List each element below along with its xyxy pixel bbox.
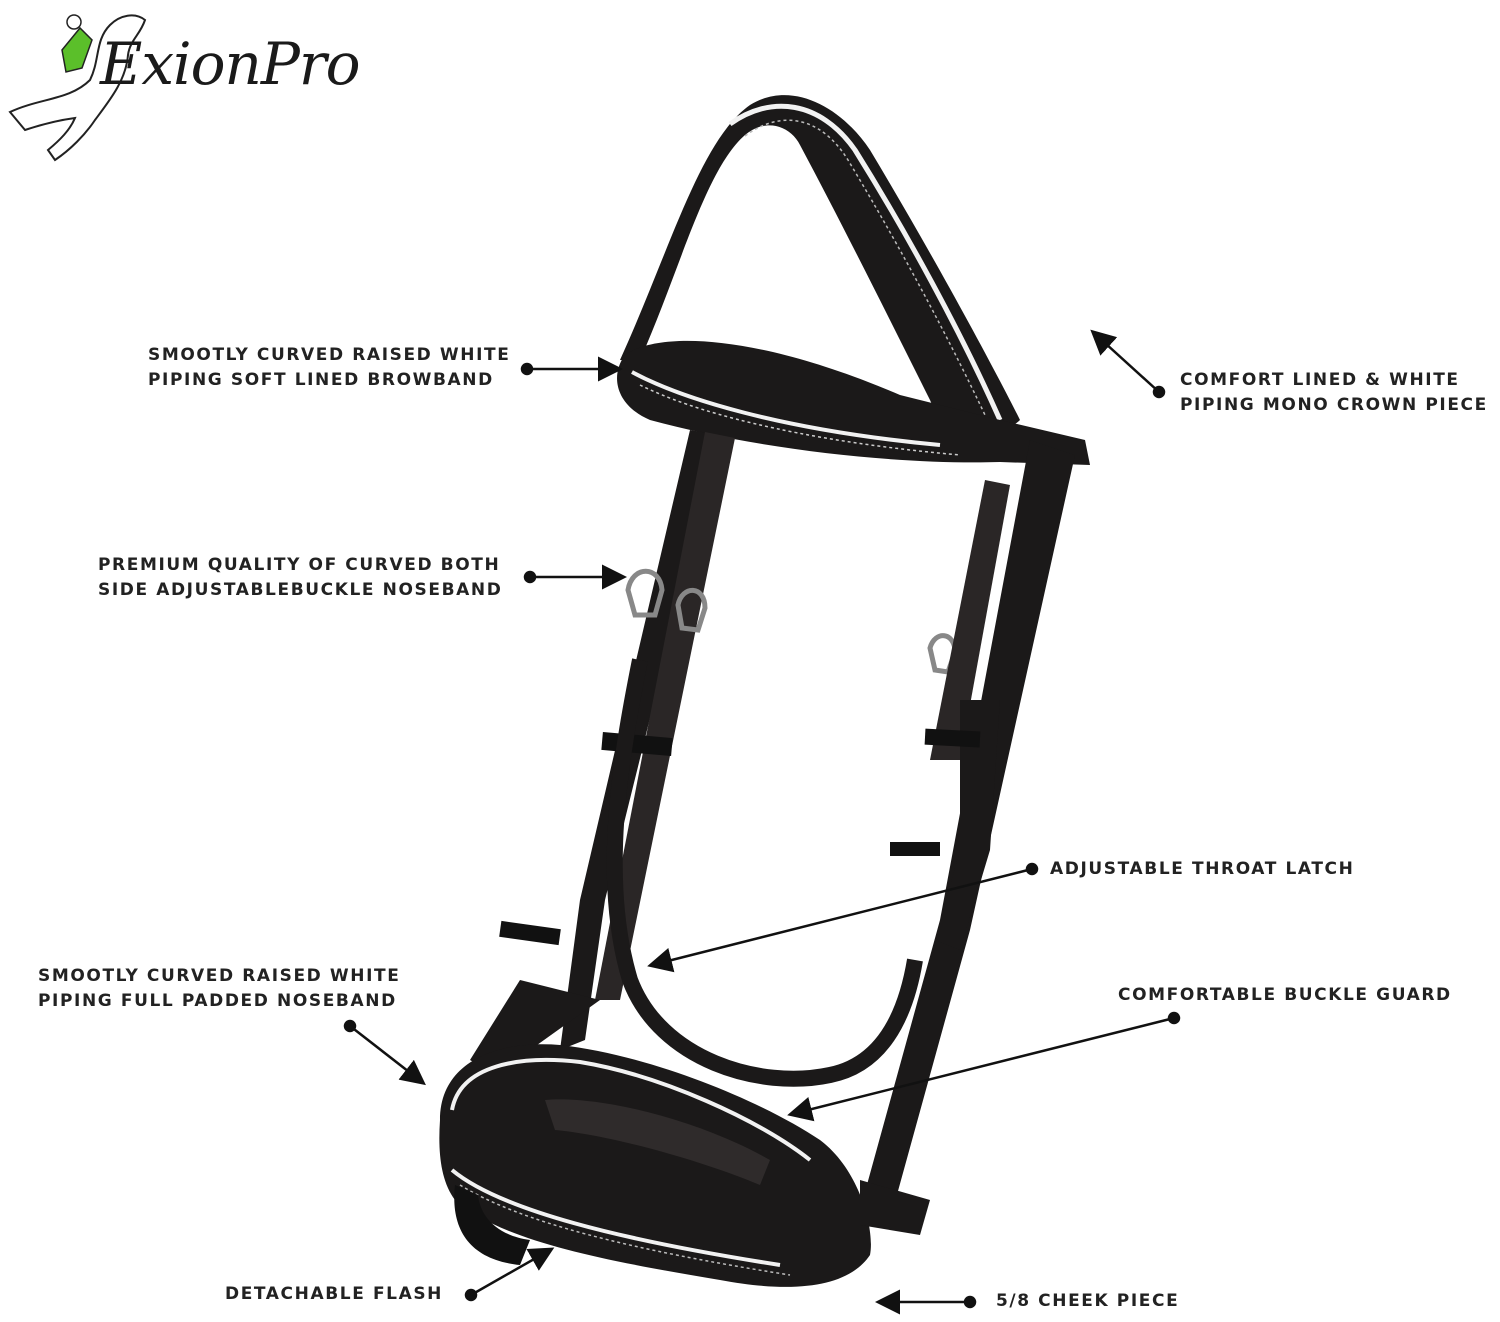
callout-throat-latch-line1: ADJUSTABLE THROAT LATCH <box>1050 859 1355 879</box>
right-cheek-straps <box>860 440 1075 1220</box>
callout-cheek: 5/8 CHEEK PIECE <box>996 1289 1179 1314</box>
brand-logo: ExionPro <box>100 30 361 98</box>
crown-piece <box>620 95 1020 434</box>
callout-browband-line2: PIPING SOFT LINED BROWBAND <box>148 370 494 390</box>
callout-noseband-buckle: PREMIUM QUALITY OF CURVED BOTH SIDE ADJU… <box>98 553 502 603</box>
throat-latch <box>606 658 923 1087</box>
callout-browband-line1: SMOOTLY CURVED RAISED WHITE <box>148 345 511 365</box>
callout-browband: SMOOTLY CURVED RAISED WHITE PIPING SOFT … <box>148 343 510 393</box>
callout-flash: DETACHABLE FLASH <box>225 1282 443 1307</box>
callout-crown-line1: COMFORT LINED & WHITE <box>1180 370 1460 390</box>
callout-flash-line1: DETACHABLE FLASH <box>225 1284 444 1304</box>
callout-noseband-buckle-line1: PREMIUM QUALITY OF CURVED BOTH <box>98 555 501 575</box>
callout-cheek-line1: 5/8 CHEEK PIECE <box>996 1291 1180 1311</box>
callout-noseband-buckle-line2: SIDE ADJUSTABLEBUCKLE NOSEBAND <box>98 580 503 600</box>
callout-crown-line2: PIPING MONO CROWN PIECE <box>1180 395 1488 415</box>
callout-padded-noseband-line1: SMOOTLY CURVED RAISED WHITE <box>38 966 401 986</box>
callout-leaders <box>343 329 1181 1315</box>
left-cheek-straps <box>470 430 735 1075</box>
callout-padded-noseband: SMOOTLY CURVED RAISED WHITE PIPING FULL … <box>38 964 400 1014</box>
callout-padded-noseband-line2: PIPING FULL PADDED NOSEBAND <box>38 991 397 1011</box>
callout-buckle-guard: COMFORTABLE BUCKLE GUARD <box>1118 983 1452 1008</box>
browband <box>617 340 1090 465</box>
logo-horse-icon <box>8 14 147 162</box>
callout-buckle-guard-line1: COMFORTABLE BUCKLE GUARD <box>1118 985 1452 1005</box>
callout-throat-latch: ADJUSTABLE THROAT LATCH <box>1050 857 1354 882</box>
callout-crown: COMFORT LINED & WHITE PIPING MONO CROWN … <box>1180 368 1488 418</box>
noseband <box>439 1044 930 1287</box>
